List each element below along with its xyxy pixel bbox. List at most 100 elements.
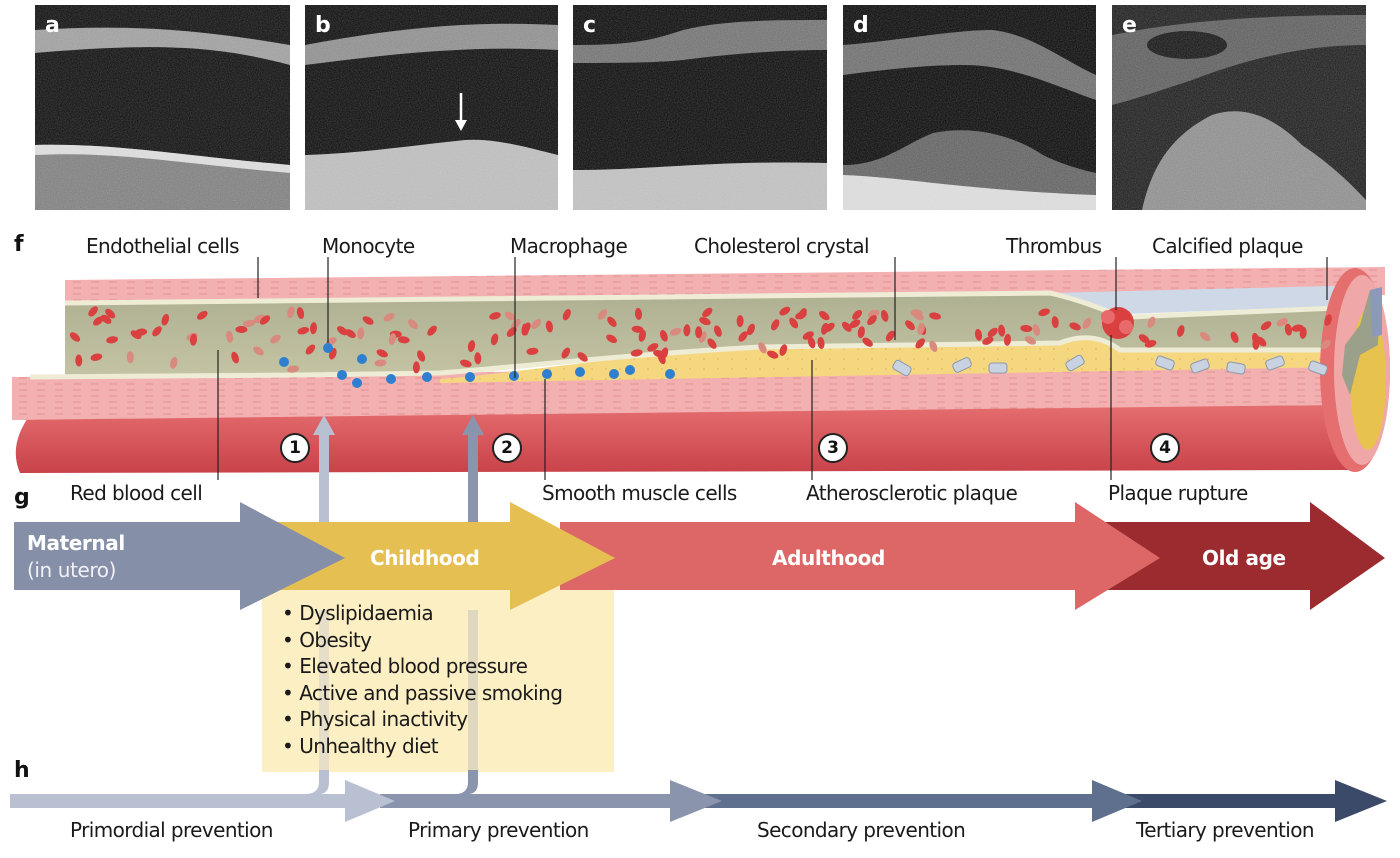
red-blood-cell: [660, 330, 668, 342]
stage-maternal-sublabel: (in utero): [27, 558, 117, 582]
section-letter-f: f: [14, 232, 24, 257]
red-blood-cell: [669, 327, 682, 336]
monocyte: [279, 357, 289, 367]
red-blood-cell: [362, 316, 374, 325]
red-blood-cell: [270, 334, 281, 344]
macrophage: [625, 365, 635, 375]
panel-letter-e: e: [1122, 13, 1137, 38]
red-blood-cell: [738, 331, 748, 342]
label-endothelial-cells: Endothelial cells: [86, 234, 240, 258]
red-blood-cell: [817, 337, 825, 349]
stage-marker-2: 2: [492, 433, 522, 463]
red-blood-cell: [917, 322, 925, 335]
red-blood-cell: [383, 312, 395, 322]
calcified-plaque: [1050, 285, 1370, 315]
red-blood-cell: [376, 349, 388, 358]
red-blood-cell: [135, 328, 148, 336]
red-blood-cell: [867, 309, 880, 318]
red-blood-cell: [867, 315, 877, 326]
risk-factor-item: Elevated blood pressure: [282, 653, 562, 680]
red-blood-cell: [90, 353, 103, 361]
maternal-arrow: [14, 502, 345, 610]
risk-factor-list: Dyslipidaemia Obesity Elevated blood pre…: [282, 600, 563, 760]
red-blood-cell: [597, 309, 608, 320]
red-blood-cell: [607, 316, 617, 327]
red-blood-cell: [929, 340, 938, 352]
artery-outer-wall: [15, 405, 1351, 473]
label-thrombus: Thrombus: [1006, 234, 1102, 258]
macrophage: [609, 369, 619, 379]
red-blood-cell: [189, 333, 198, 346]
red-blood-cell: [683, 324, 691, 337]
endothelium-bottom: [29, 335, 1330, 380]
section-letter-g: g: [14, 485, 30, 510]
red-blood-cell: [88, 306, 98, 317]
red-blood-cell: [506, 327, 517, 337]
red-blood-cell: [337, 326, 348, 336]
label-monocyte: Monocyte: [322, 234, 415, 258]
red-blood-cell: [1252, 337, 1260, 350]
label-smooth-muscle-cells: Smooth muscle cells: [542, 481, 737, 505]
red-blood-cell: [1147, 316, 1156, 328]
red-blood-cell: [460, 359, 472, 368]
red-blood-cell: [702, 307, 713, 318]
panel-letter-a: a: [45, 13, 60, 38]
red-blood-cell: [1069, 322, 1081, 331]
red-blood-cell: [1276, 318, 1288, 327]
monocyte: [337, 370, 347, 380]
red-blood-cell: [987, 327, 998, 338]
red-blood-cell: [100, 314, 112, 324]
section-letter-h: h: [14, 758, 30, 783]
red-blood-cell: [885, 330, 895, 342]
red-blood-cell: [69, 332, 81, 342]
red-blood-cell: [779, 306, 791, 316]
red-blood-cell: [771, 319, 780, 331]
red-blood-cell: [849, 319, 861, 329]
risk-factor-item: Dyslipidaemia: [282, 600, 562, 627]
cholesterol-crystal: [1155, 355, 1175, 371]
red-blood-cell: [226, 330, 234, 343]
red-blood-cell: [243, 319, 256, 327]
red-blood-cell: [562, 309, 571, 321]
red-blood-cell: [408, 319, 418, 330]
red-blood-cell: [1260, 321, 1272, 331]
red-blood-cell: [412, 361, 420, 374]
ultrasound-panel-a: a: [35, 5, 290, 210]
red-blood-cell: [231, 351, 239, 364]
red-blood-cell: [126, 351, 134, 364]
macrophage: [352, 378, 362, 388]
ultrasound-panel-c: c: [573, 5, 827, 210]
red-blood-cell: [1138, 334, 1150, 344]
red-blood-cell: [807, 336, 816, 349]
red-blood-cell: [1230, 331, 1239, 343]
red-blood-cell: [606, 334, 618, 344]
panel-letter-d: d: [853, 13, 869, 38]
red-blood-cell: [998, 324, 1006, 337]
red-blood-cell: [974, 328, 983, 341]
red-blood-cell: [397, 336, 410, 344]
red-blood-cells: [69, 306, 1332, 374]
red-blood-cell: [259, 315, 271, 325]
panel-letter-b: b: [315, 13, 331, 38]
red-blood-cell: [427, 325, 437, 336]
tertiary-prevention-label: Tertiary prevention: [1136, 818, 1315, 842]
red-blood-cell: [1003, 333, 1012, 346]
cholesterol-crystals: [892, 354, 1328, 377]
primary-prevention-label: Primary prevention: [408, 818, 589, 842]
secondary-prevention-arrow: [700, 780, 1142, 822]
red-blood-cell: [929, 312, 942, 320]
red-blood-cell: [699, 317, 711, 326]
risk-factor-item: Active and passive smoking: [282, 680, 563, 707]
red-blood-cell: [631, 325, 644, 333]
red-blood-cell: [707, 338, 717, 349]
stage-childhood-label: Childhood: [370, 546, 480, 570]
red-blood-cell: [305, 344, 316, 355]
red-blood-cell: [634, 307, 643, 320]
up-arrow-icon: [462, 415, 484, 435]
risk-factor-item: Unhealthy diet: [282, 733, 562, 760]
red-blood-cell: [713, 325, 722, 337]
red-blood-cell: [1024, 336, 1036, 345]
macrophage: [575, 367, 585, 377]
stage-marker-4: 4: [1150, 433, 1180, 463]
ultrasound-image-a: [35, 5, 290, 210]
